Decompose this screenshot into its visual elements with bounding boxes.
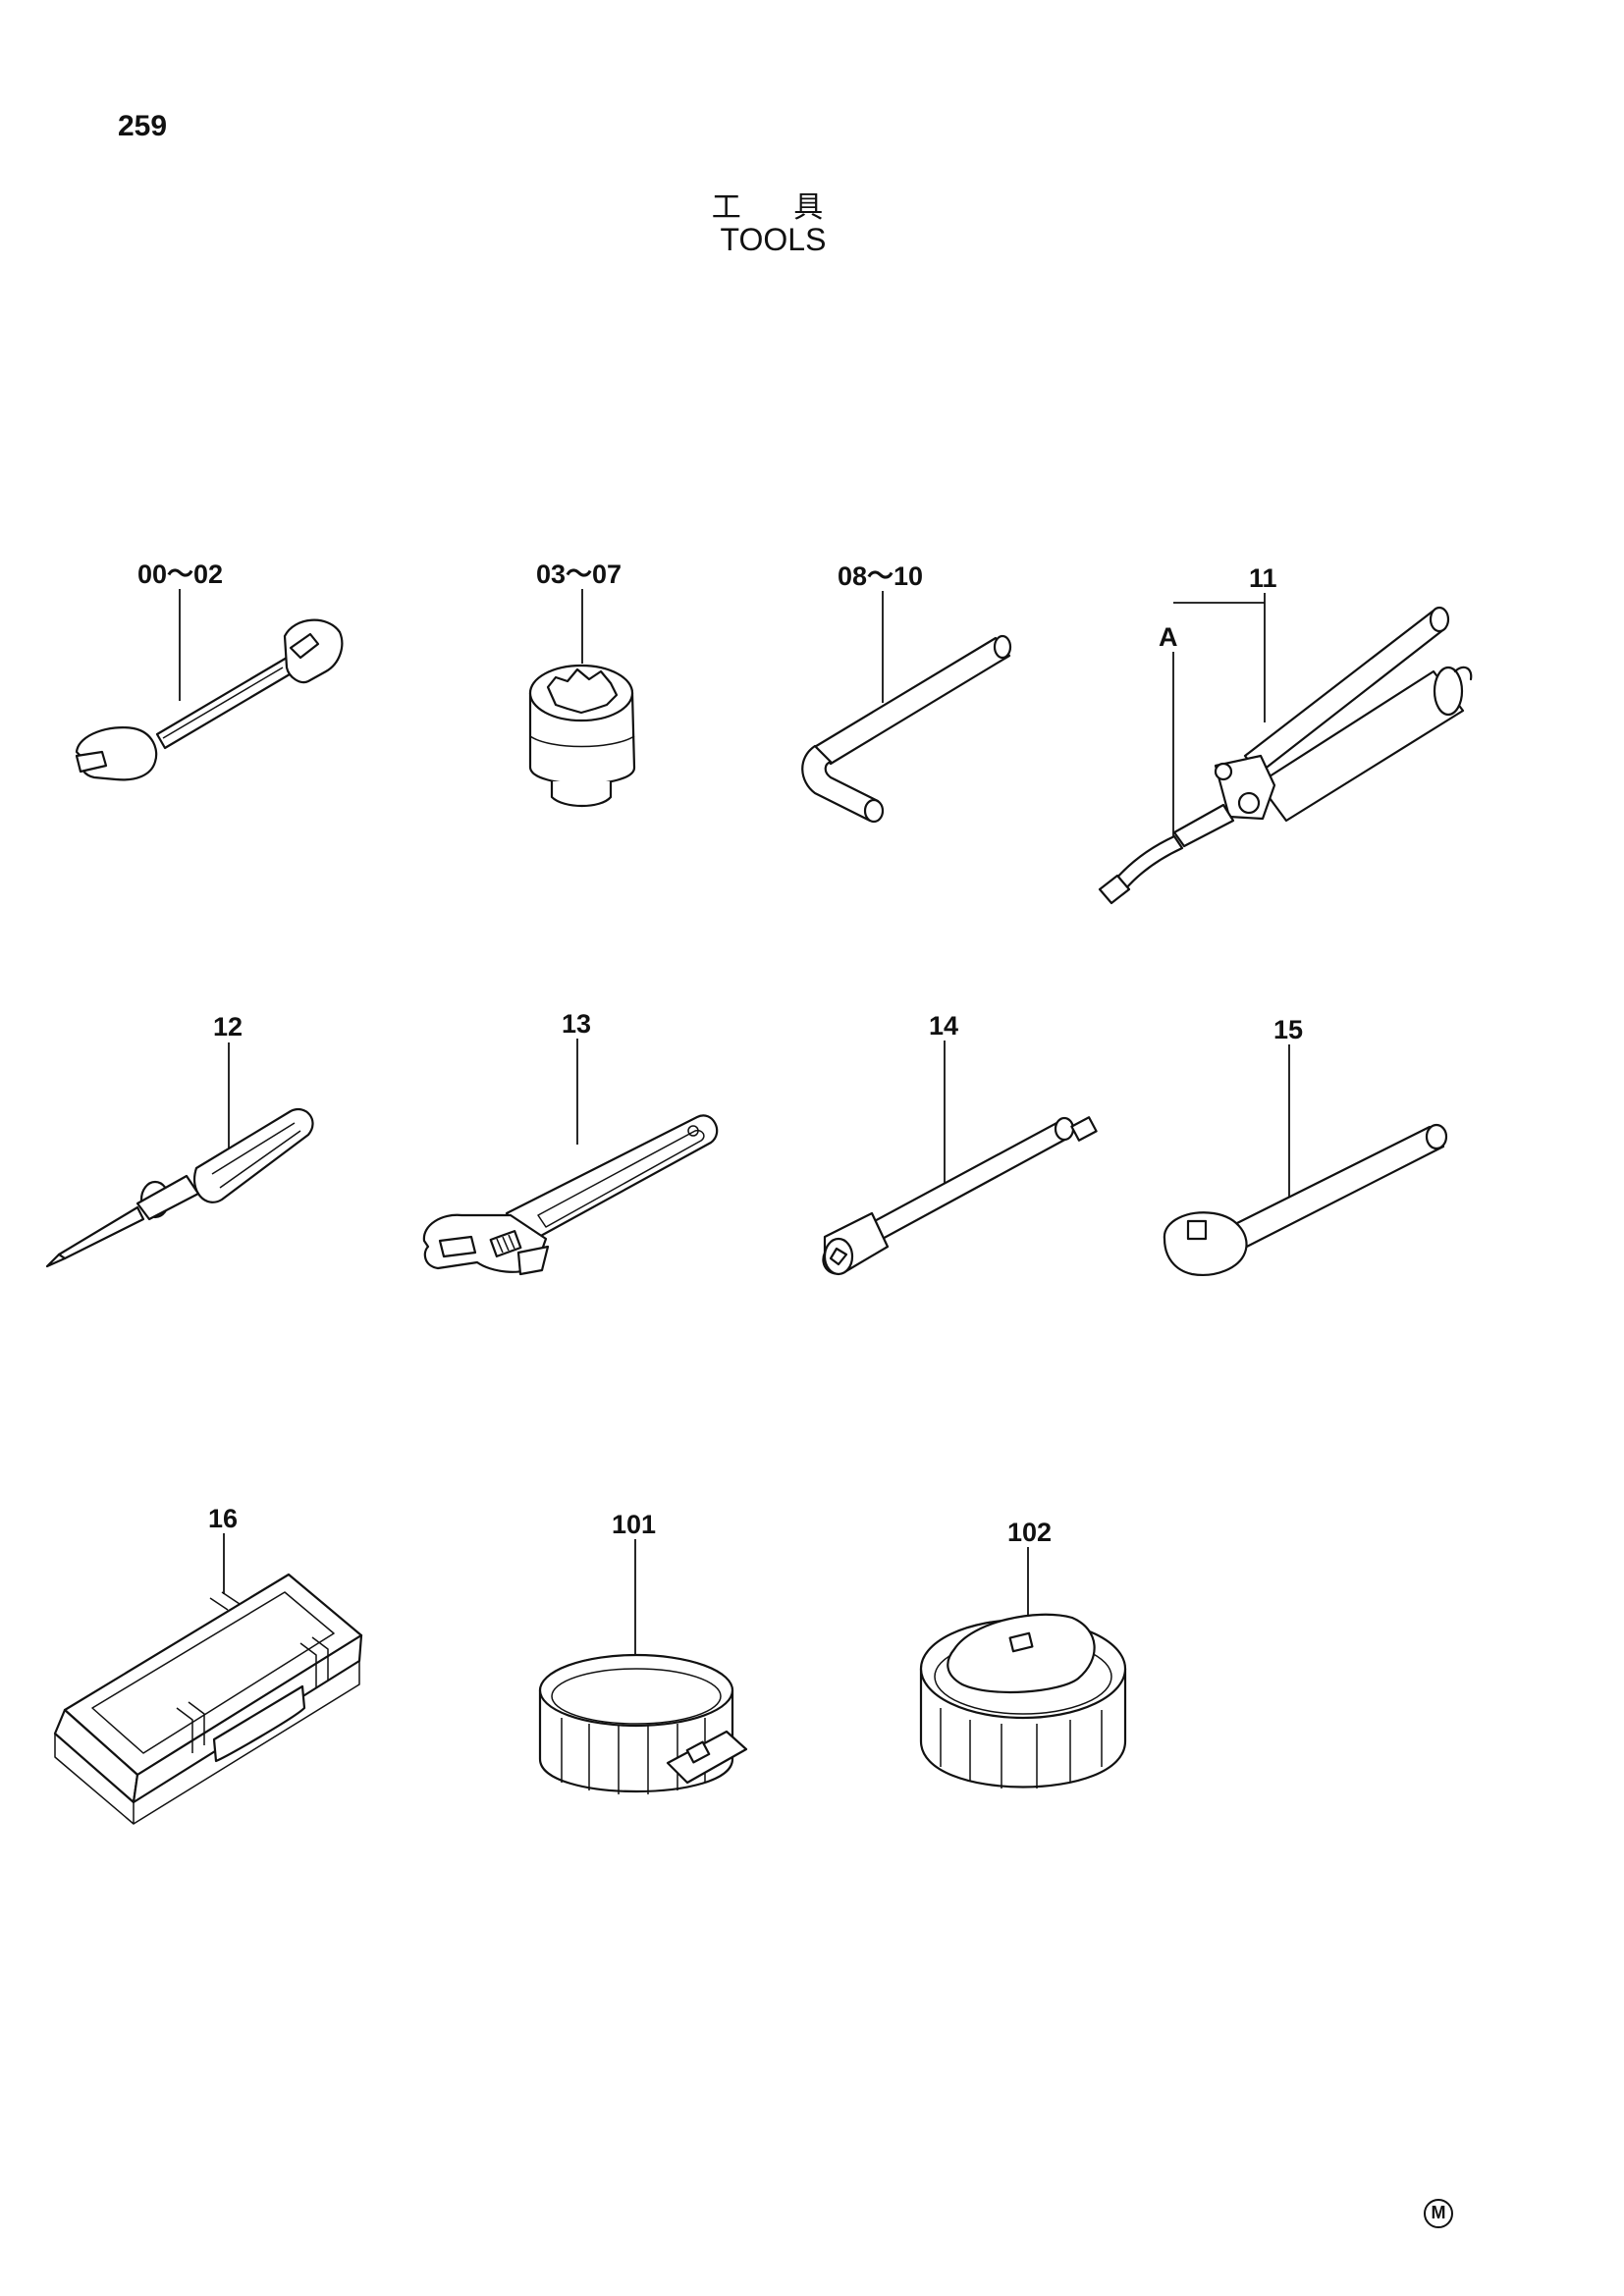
extension-bar-drawing xyxy=(822,1116,1098,1276)
socket-drawing xyxy=(528,664,636,807)
leader-lines xyxy=(179,589,1290,1655)
grease-gun-drawing xyxy=(1098,606,1473,905)
callout-label-wrench: 00～02 xyxy=(137,560,223,589)
callout-label-grease-gun: 11 xyxy=(1249,563,1277,593)
callout-label-ratchet: 15 xyxy=(1273,1015,1303,1044)
page-title-japanese: 工 具 xyxy=(711,190,845,225)
page-number: 259 xyxy=(118,110,168,142)
callout-label-socket: 03～07 xyxy=(536,560,622,589)
open-end-wrench-drawing xyxy=(75,618,344,781)
callout-label-extension-bar: 14 xyxy=(929,1011,958,1041)
filter-wrench-cap-drawing xyxy=(919,1613,1127,1789)
callout-label-tool-box: 16 xyxy=(208,1504,238,1533)
callout-label-filter-wrench-cap: 102 xyxy=(1007,1518,1052,1547)
adjustable-wrench-drawing xyxy=(422,1114,719,1276)
ratchet-handle-drawing xyxy=(1163,1123,1448,1276)
callout-label-filter-wrench-strap: 101 xyxy=(612,1510,656,1539)
page-title: TOOLS xyxy=(720,222,827,257)
screwdriver-drawing xyxy=(45,1108,314,1268)
filter-wrench-strap-drawing xyxy=(538,1653,748,1794)
callout-label-hex-key: 08～10 xyxy=(838,561,923,591)
callout-label-nozzle: A xyxy=(1159,622,1178,652)
callout-label-screwdriver: 12 xyxy=(213,1012,243,1041)
tool-box-drawing xyxy=(53,1573,363,1825)
hex-key-drawing xyxy=(801,634,1012,824)
corner-mark: M xyxy=(1424,2199,1453,2228)
callout-label-adjustable-wrench: 13 xyxy=(562,1009,591,1039)
